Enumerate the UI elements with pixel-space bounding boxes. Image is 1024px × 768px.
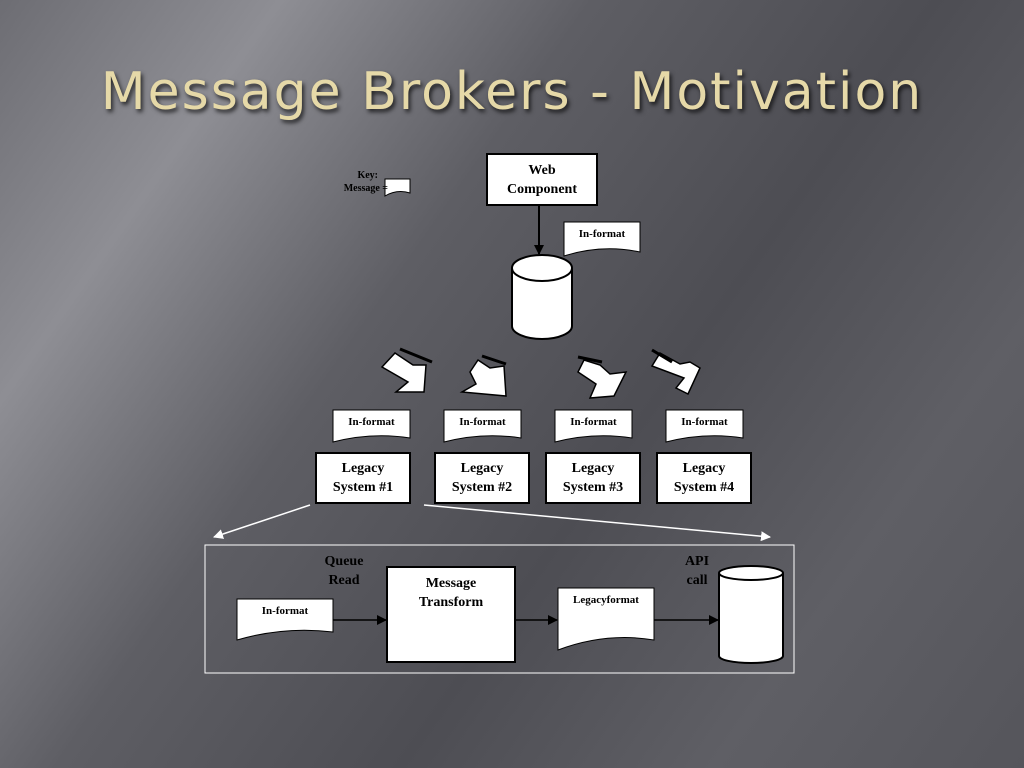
block-arrow-1 — [380, 347, 433, 393]
legacy-system-4-box: Legacy System #4 — [656, 452, 752, 504]
in-format-label-3: In-format — [570, 416, 617, 428]
key-message-label: Message = — [343, 183, 388, 194]
in-format-doc-1 — [332, 409, 411, 443]
queue-cylinder — [511, 254, 573, 340]
message-transform-box: Message Transform — [386, 566, 516, 663]
in-format-label-1: In-format — [348, 416, 395, 428]
api-database-cylinder — [718, 565, 784, 664]
web-component-box: Web Component — [486, 153, 598, 206]
in-format-top-label: In-format — [578, 228, 626, 240]
legacy-system-2-box: Legacy System #2 — [434, 452, 530, 504]
queue-read-label: Queue Read — [324, 554, 364, 588]
api-call-label: API call — [684, 554, 710, 588]
in-format-doc-2 — [443, 409, 522, 443]
in-format-doc-3 — [554, 409, 633, 443]
block-arrow-3 — [577, 355, 628, 399]
detail-in-format-label: In-format — [261, 605, 309, 617]
key-label: Key: — [357, 170, 378, 181]
in-format-doc-top — [563, 221, 641, 257]
in-format-doc-4 — [665, 409, 744, 443]
block-arrow-2 — [459, 354, 507, 397]
in-format-label-2: In-format — [459, 416, 506, 428]
zoom-arrow-left — [213, 504, 311, 539]
legacy-system-3-box: Legacy System #3 — [545, 452, 641, 504]
detail-frame — [204, 544, 795, 674]
zoom-arrow-right — [423, 504, 771, 542]
detail-in-format-doc — [236, 598, 334, 641]
slide-title: Message Brokers - Motivation — [100, 62, 924, 122]
legacy-format-doc — [557, 587, 655, 651]
in-format-label-4: In-format — [681, 416, 728, 428]
key-message-doc-icon — [384, 178, 411, 197]
legacy-system-1-box: Legacy System #1 — [315, 452, 411, 504]
block-arrow-4 — [650, 348, 701, 396]
legacy-format-label: Legacyformat — [573, 594, 639, 606]
